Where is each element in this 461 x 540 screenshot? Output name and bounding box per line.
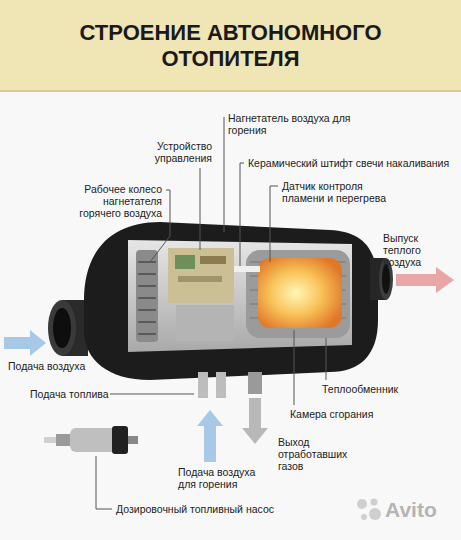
logo-dot [357, 499, 367, 509]
part-label: Рабочее колесо нагнетателя горячего возд… [70, 183, 162, 219]
watermark: Avito [385, 498, 457, 522]
logo-dot [361, 514, 367, 520]
pump-coil [112, 426, 128, 454]
circuit-part [178, 276, 222, 282]
control-unit [168, 248, 234, 303]
logo-dot [371, 499, 378, 506]
logo-dot [369, 508, 381, 520]
leader-line [96, 456, 112, 509]
heater-illustration [48, 222, 393, 398]
air-in-arrow [4, 330, 46, 356]
exhaust-arrow [242, 398, 268, 444]
warm-air-arrow [396, 267, 454, 293]
exhaust-pipe [248, 372, 262, 394]
outlet-hole [382, 264, 390, 294]
fuel-pump [44, 426, 138, 454]
flow-label: Выпуск теплого воздуха [383, 232, 457, 268]
leader-line [110, 394, 194, 395]
air-pipe [216, 372, 226, 398]
title: СТРОЕНИЕ АВТОНОМНОГО ОТОПИТЕЛЯ [0, 20, 461, 72]
glow-pin [234, 266, 260, 272]
part-label: Нагнетатель воздуха для горения [228, 112, 358, 136]
heater-housing [84, 222, 378, 380]
part-label: Керамический штифт свечи накаливания [248, 157, 456, 169]
blower-motor [176, 305, 234, 341]
leader-line [200, 168, 201, 250]
pump-outlet [128, 436, 138, 444]
part-label: Устройство управления [146, 140, 212, 164]
leader-line [224, 117, 225, 232]
combustion-air-arrow [197, 410, 223, 462]
pump-nozzle [44, 437, 58, 443]
leader-line [294, 330, 295, 405]
inlet-rim [48, 300, 76, 356]
flow-arrows [4, 267, 454, 462]
watermark-logo [357, 499, 381, 521]
circuit-part [175, 255, 195, 269]
circuit-part [200, 256, 226, 264]
inlet-hole [53, 308, 71, 348]
title-band [0, 0, 461, 92]
heat-exchanger [246, 250, 350, 338]
combustion-chamber [258, 258, 342, 328]
part-label: Датчик контроля пламени и перегрева [282, 180, 394, 204]
flow-label: Подача воздуха [8, 360, 98, 372]
band-edge [0, 90, 461, 92]
fuel-pipe [198, 372, 208, 398]
leader-line [240, 163, 244, 266]
leader-line [326, 338, 327, 380]
fan-wheel [136, 250, 158, 342]
pump-end [56, 434, 72, 446]
background [0, 92, 461, 540]
flow-label: Подача топлива [30, 388, 110, 400]
flow-label: Выход отработавших газов [278, 436, 348, 472]
fan-blades [138, 262, 156, 334]
leader-line [270, 186, 278, 262]
part-label: Дозировочный топливный насос [116, 503, 316, 515]
part-label: Камера сгорания [290, 408, 390, 420]
flow-label: Подача воздуха для горения [178, 466, 262, 490]
part-label: Теплообменник [322, 383, 412, 395]
